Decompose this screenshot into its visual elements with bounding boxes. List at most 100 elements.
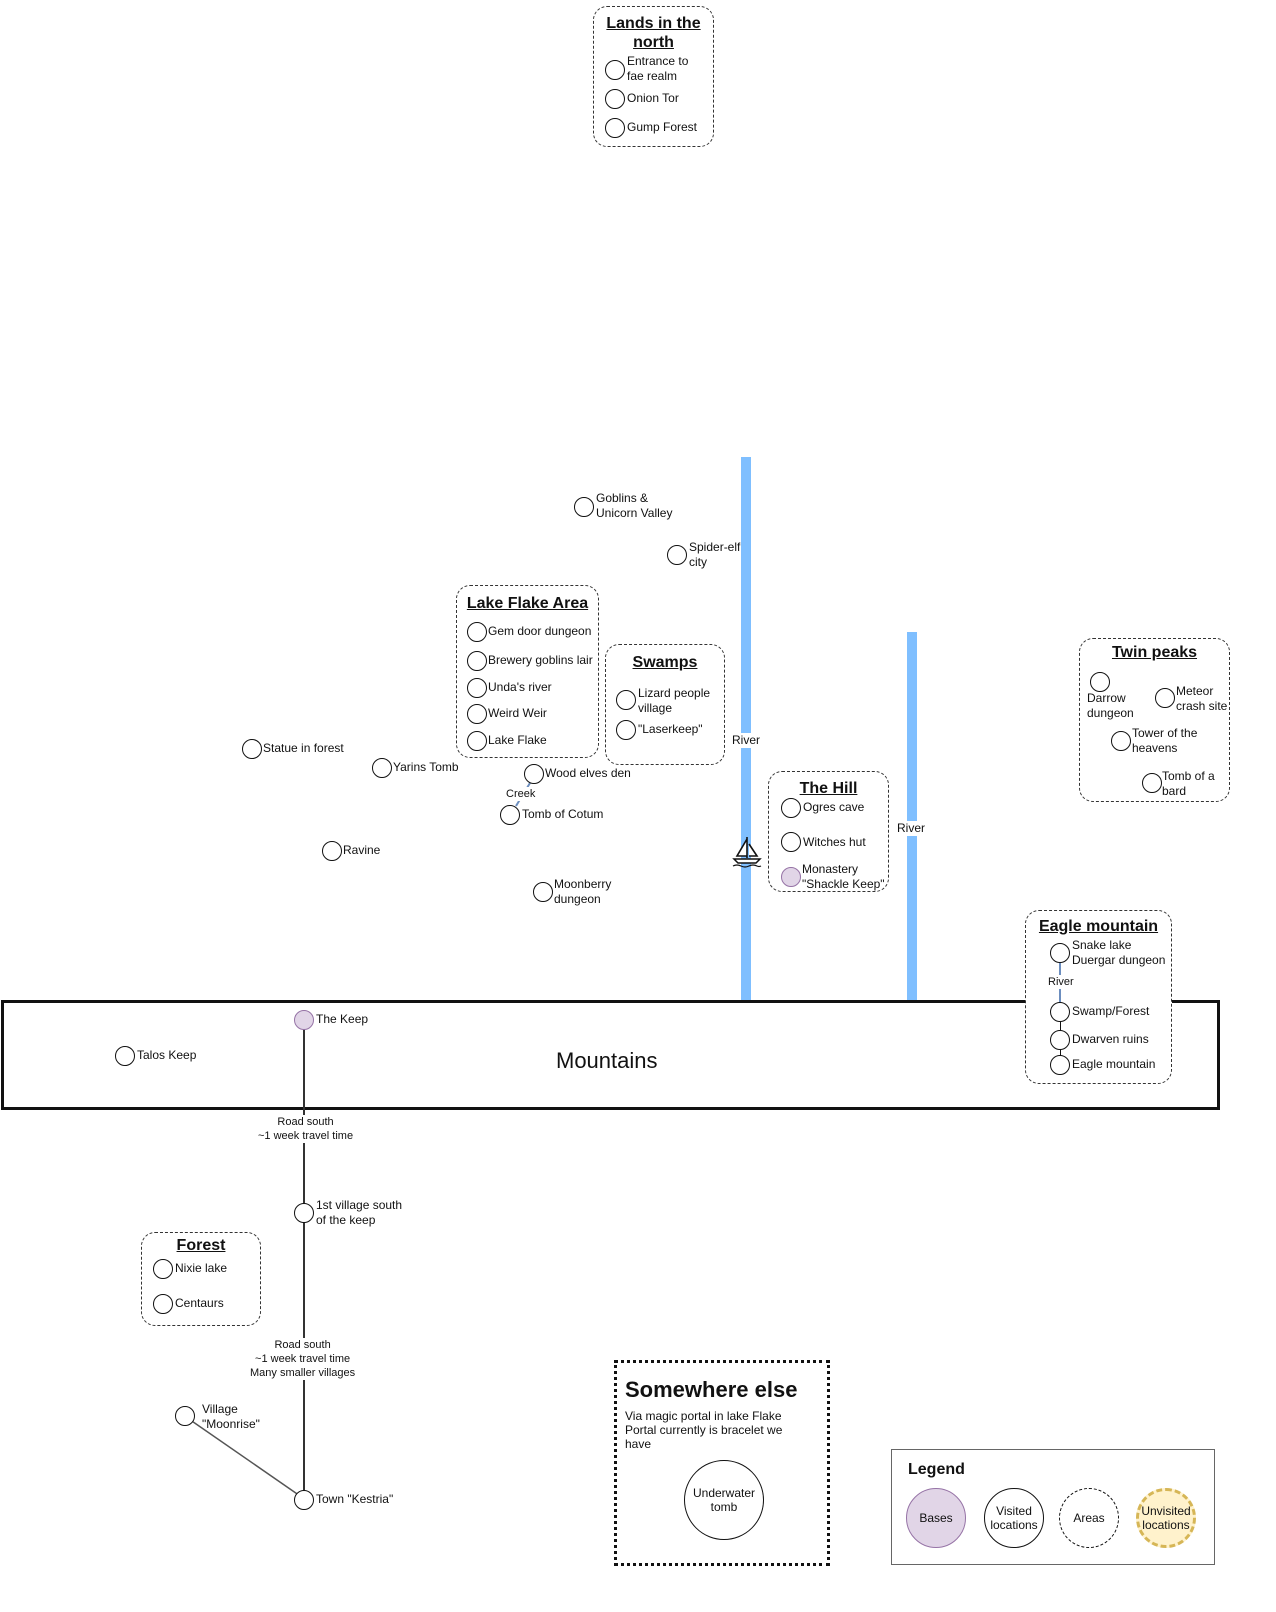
area-forest: Forest Nixie lake Centaurs: [141, 1232, 261, 1326]
location-node[interactable]: [605, 89, 625, 109]
underwater-tomb-node[interactable]: Underwater tomb: [684, 1460, 764, 1540]
location-node[interactable]: [467, 678, 487, 698]
location-node[interactable]: [467, 622, 487, 642]
location-label: Gem door dungeon: [488, 624, 592, 638]
location-label-wood-elves: Wood elves den: [545, 766, 631, 780]
location-node[interactable]: [1050, 1002, 1070, 1022]
location-label-spider: Spider-elf city: [689, 540, 741, 569]
location-node[interactable]: [1050, 943, 1070, 963]
location-node[interactable]: [115, 1046, 135, 1066]
location-label-goblins: Goblins & Unicorn Valley: [596, 491, 673, 520]
area-title-eagle: Eagle mountain: [1038, 918, 1159, 935]
location-node[interactable]: [1155, 688, 1175, 708]
legend-unvisited: Unvisited locations: [1136, 1488, 1196, 1548]
area-title-north: Lands in the north: [606, 15, 701, 51]
location-label: Ogres cave: [803, 800, 865, 814]
location-node[interactable]: [467, 651, 487, 671]
location-label: "Laserkeep": [638, 722, 703, 736]
location-node[interactable]: [467, 731, 487, 751]
area-title-forest: Forest: [176, 1237, 226, 1254]
location-node[interactable]: [781, 832, 801, 852]
legend-areas: Areas: [1059, 1488, 1119, 1548]
location-node[interactable]: [605, 60, 625, 80]
location-node[interactable]: [294, 1490, 314, 1510]
area-lands-north: Lands in the north Entrance to fae realm…: [593, 6, 714, 147]
river-left: [741, 457, 751, 1003]
mountains-band: [1, 1000, 1220, 1110]
legend-bases: Bases: [906, 1488, 966, 1548]
location-label-keep: The Keep: [316, 1012, 369, 1026]
location-node[interactable]: [175, 1406, 195, 1426]
location-label-moonrise: Village "Moonrise": [202, 1402, 260, 1431]
location-label: Lake Flake: [488, 733, 547, 747]
location-node[interactable]: [294, 1203, 314, 1223]
location-label: Tower of the heavens: [1132, 726, 1198, 755]
location-node[interactable]: [1050, 1030, 1070, 1050]
area-eagle-mountain: Eagle mountain Snake lake Duergar dungeo…: [1025, 910, 1172, 1084]
location-label: Monastery "Shackle Keep": [802, 862, 885, 891]
location-label: Witches hut: [803, 835, 866, 849]
location-label-moonberry: Moonberry dungeon: [554, 877, 612, 906]
location-label: Nixie lake: [175, 1261, 228, 1275]
location-node[interactable]: [574, 497, 594, 517]
location-node[interactable]: [153, 1294, 173, 1314]
location-label-kestria: Town "Kestria": [316, 1492, 394, 1506]
location-label: Weird Weir: [488, 706, 547, 720]
road-label-2: Road south ~1 week travel time Many smal…: [250, 1338, 356, 1380]
eagle-river-label: River: [1048, 975, 1074, 989]
location-label: Brewery goblins lair: [488, 653, 593, 667]
location-label: Dwarven ruins: [1072, 1032, 1149, 1046]
location-label: Unda's river: [488, 680, 552, 694]
location-node[interactable]: [1111, 731, 1131, 751]
location-node[interactable]: [467, 704, 487, 724]
location-label-cotum: Tomb of Cotum: [522, 807, 604, 821]
mountains-label: Mountains: [556, 1048, 658, 1073]
location-node[interactable]: [1090, 672, 1110, 692]
location-node[interactable]: [616, 690, 636, 710]
location-node[interactable]: [533, 882, 553, 902]
base-node[interactable]: [781, 867, 801, 887]
location-node[interactable]: [605, 118, 625, 138]
location-label: Snake lake Duergar dungeon: [1072, 938, 1166, 967]
river-left-label: River: [732, 733, 761, 748]
location-node[interactable]: [781, 798, 801, 818]
location-label-talos: Talos Keep: [137, 1048, 197, 1062]
road-label-1: Road south ~1 week travel time: [258, 1115, 354, 1143]
location-label: Onion Tor: [627, 91, 679, 105]
area-swamps: Swamps Lizard people village "Laserkeep": [605, 644, 725, 765]
location-node[interactable]: [242, 739, 262, 759]
somewhere-else-title: Somewhere else: [625, 1377, 798, 1402]
location-label: Darrow dungeon: [1087, 691, 1134, 720]
location-label: Meteor crash site: [1176, 684, 1228, 713]
location-label-statue: Statue in forest: [263, 741, 344, 755]
area-title-hill: The Hill: [799, 780, 858, 797]
location-node[interactable]: [1050, 1055, 1070, 1075]
legend-visited: Visited locations: [984, 1488, 1044, 1548]
location-node[interactable]: [500, 805, 520, 825]
location-node[interactable]: [372, 758, 392, 778]
location-node[interactable]: [1142, 773, 1162, 793]
location-label: Centaurs: [175, 1296, 224, 1310]
location-node[interactable]: [153, 1259, 173, 1279]
river-right-label: River: [897, 821, 926, 836]
location-node[interactable]: [616, 720, 636, 740]
location-label: Gump Forest: [627, 120, 698, 134]
location-label: Tomb of a bard: [1162, 769, 1215, 798]
location-node[interactable]: [524, 764, 544, 784]
base-node-keep[interactable]: [294, 1010, 314, 1030]
location-node[interactable]: [667, 545, 687, 565]
location-label: Eagle mountain: [1072, 1057, 1156, 1071]
river-right: [907, 632, 917, 1003]
location-label: Entrance to fae realm: [627, 54, 689, 83]
location-label-ravine: Ravine: [343, 843, 381, 857]
location-node[interactable]: [322, 841, 342, 861]
area-title-swamps: Swamps: [632, 654, 698, 671]
area-the-hill: The Hill Ogres cave Witches hut Monaster…: [768, 771, 889, 892]
legend-title: Legend: [908, 1461, 965, 1478]
area-title-twin-peaks: Twin peaks: [1111, 644, 1198, 661]
road-south: [303, 1020, 305, 1500]
boat-icon: [732, 837, 762, 868]
somewhere-else-box: Somewhere else Via magic portal in lake …: [614, 1360, 830, 1566]
creek-label: Creek: [506, 787, 536, 801]
location-label-yarins: Yarins Tomb: [393, 760, 459, 774]
